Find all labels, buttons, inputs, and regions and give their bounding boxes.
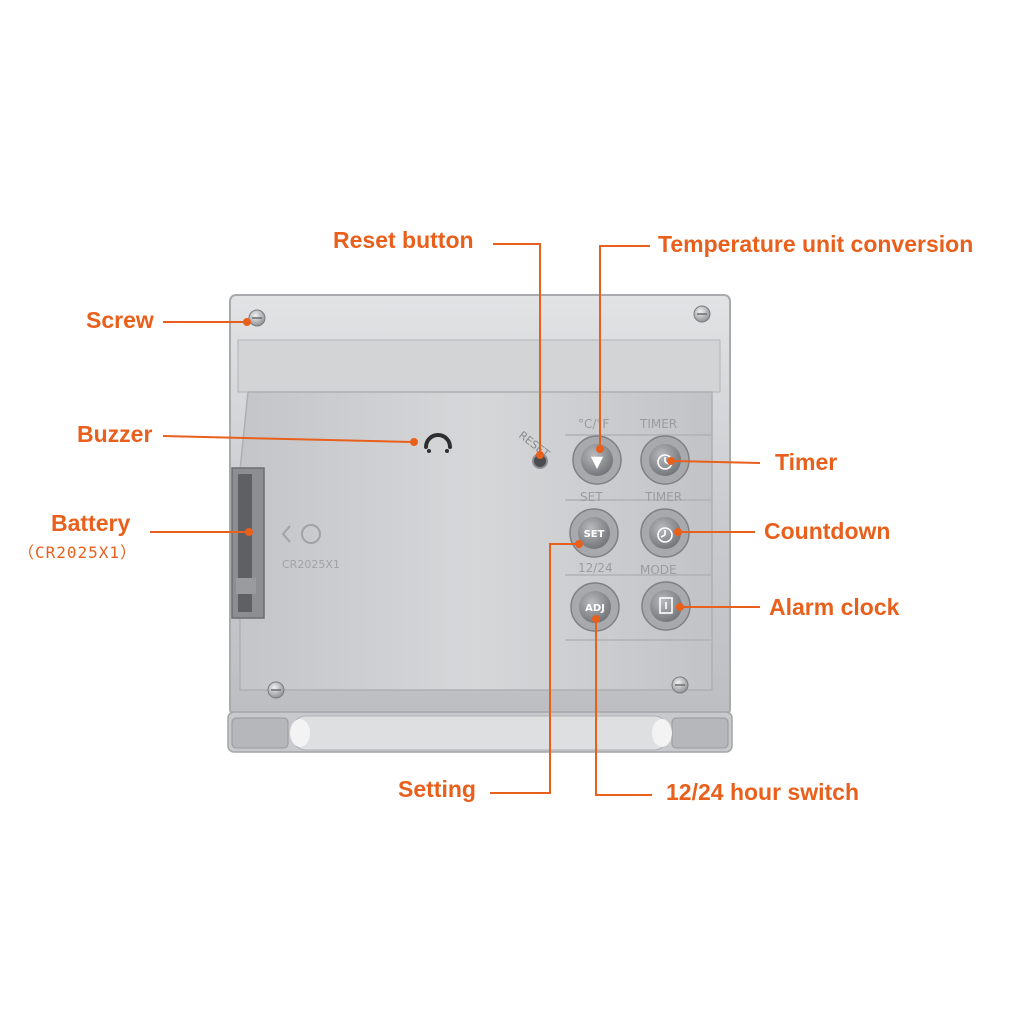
set-button-face: SET [584,529,605,540]
screw-top-right [693,305,711,323]
callout-temperature-unit: Temperature unit conversion [658,231,974,257]
battery-marking-text: CR2025X1 [282,558,340,571]
screw-bottom-right [671,676,689,694]
callout-battery-spec: （CR2025X1） [18,543,138,562]
callout-timer: Timer [775,449,838,475]
countdown-leader-line [674,528,755,536]
adj-button[interactable]: ADJ [570,582,620,632]
buzzer-leader-line [162,435,418,446]
screw-bottom-left [267,681,285,699]
screw-top-left [248,309,266,327]
temperature-unit-button[interactable]: ▼ [572,435,622,485]
callout-hour-switch: 12/24 hour switch [666,779,860,805]
leader-lines [150,243,761,796]
callout-screw: Screw [86,307,154,333]
callout-alarm-clock: Alarm clock [769,594,900,620]
alarm-mode-icon [659,597,673,614]
battery-compartment [231,467,265,619]
temperature-leader-line [596,245,650,453]
callout-buzzer: Buzzer [77,421,153,447]
set-button-top-label: SET [580,490,603,504]
countdown-button[interactable] [640,508,690,558]
set-button[interactable]: SET [569,508,619,558]
hour-switch-leader-line [592,615,652,796]
battery-leader-line [150,528,253,536]
reset-leader-line [493,243,544,459]
timer-leader-line [667,457,761,465]
setting-leader-line [490,540,583,794]
callout-setting: Setting [398,776,476,802]
adj-button-top-label: 12/24 [578,561,613,575]
alarm-button-top-label: MODE [640,563,677,577]
callout-reset-button: Reset button [333,227,474,253]
adj-button-face: ADJ [585,603,605,614]
screw-leader-line [163,318,251,326]
alarm-leader-line [676,603,760,611]
countdown-clock-icon [657,527,673,543]
timer-button-top-label: TIMER [639,417,677,431]
battery-cover-marking: CR2025X1 [281,524,340,571]
countdown-button-top-label: TIMER [644,490,682,504]
temperature-button-face: ▼ [591,452,604,471]
temp-button-top-label: °C/°F [578,417,609,431]
callout-countdown: Countdown [764,518,891,544]
buzzer-icon [424,433,452,453]
timer-button[interactable] [640,435,690,485]
callout-battery: Battery [51,510,131,536]
